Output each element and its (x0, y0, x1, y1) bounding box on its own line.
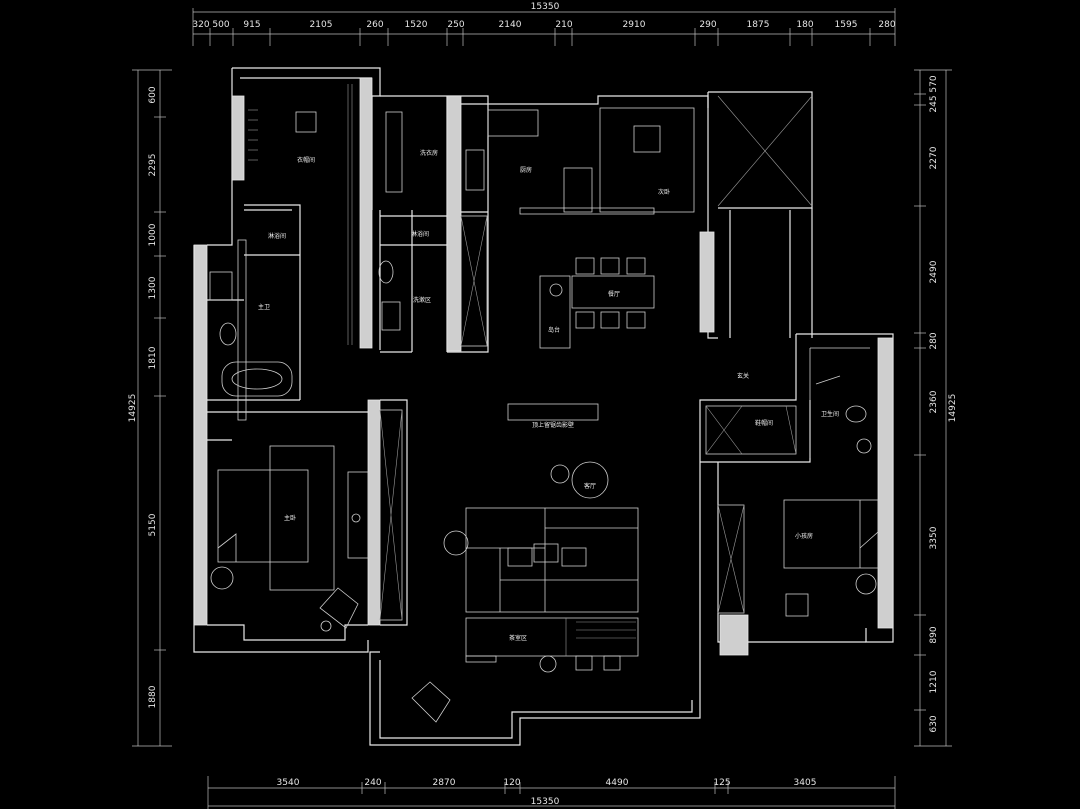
left-dim-2: 2295 (148, 154, 158, 177)
top-dim-1: 320 (192, 20, 209, 30)
mid-toilet (378, 260, 394, 284)
left-dim-6: 5150 (148, 513, 158, 536)
room-label-powder-room: 卫生间 (821, 410, 839, 418)
room-labels: 衣帽间 洗衣房 厨房 次卧 淋浴间 淋浴间 主卫 洗漱区 餐厅 岛台 玄关 卫生… (258, 149, 839, 642)
bottom-dimension-labels: 3540 240 2870 120 4490 125 3405 15350 (277, 778, 817, 807)
left-dim-7: 1880 (148, 685, 158, 708)
room-label-second-bedroom: 次卧 (658, 188, 670, 196)
bottom-dim-2: 240 (364, 778, 381, 788)
left-dim-5: 1810 (148, 346, 158, 369)
powder-sink (856, 438, 872, 454)
wardrobe-shelving (248, 84, 353, 345)
shoe-cabinet-box (705, 405, 797, 455)
dining-table (571, 275, 655, 309)
bottom-dim-1: 3540 (277, 778, 300, 788)
room-label-foyer: 玄关 (737, 372, 749, 380)
top-dim-4: 2105 (310, 20, 333, 30)
top-dim-15: 280 (878, 20, 895, 30)
top-dim-2: 500 (212, 20, 229, 30)
bottom-dim-7: 3405 (794, 778, 817, 788)
desk (633, 125, 661, 153)
left-dimension-labels: 14925 600 2295 1000 1300 1810 5150 1880 (128, 86, 158, 708)
bathtub (221, 361, 293, 397)
top-dim-12: 1875 (747, 20, 770, 30)
lounge-chair-left (319, 587, 359, 632)
washer (385, 111, 403, 193)
master-toilet (219, 322, 237, 346)
right-dim-9: 1210 (929, 670, 939, 693)
bottom-dim-3: 2870 (433, 778, 456, 788)
right-total-label: 14925 (948, 394, 958, 423)
room-label-shower-mid: 淋浴间 (411, 230, 429, 238)
left-total-label: 14925 (128, 394, 138, 423)
bottom-dim-4: 120 (503, 778, 520, 788)
bottom-dim-5: 4490 (606, 778, 629, 788)
top-dim-9: 210 (555, 20, 572, 30)
right-dim-4: 2490 (929, 260, 939, 283)
top-dim-10: 2910 (623, 20, 646, 30)
top-total-label: 15350 (531, 2, 560, 12)
room-label-wash-area: 洗漱区 (413, 296, 431, 304)
room-label-kids-room: 小孩房 (795, 532, 813, 540)
top-dim-8: 2140 (499, 20, 522, 30)
cloakroom-ottoman (295, 111, 317, 133)
mid-sink (381, 301, 401, 331)
right-dimension-labels: 14925 570 245 2270 2490 280 2360 3350 89… (929, 75, 958, 732)
room-label-cloakroom: 衣帽间 (297, 156, 315, 164)
right-dim-2: 245 (929, 95, 939, 112)
right-dim-8: 890 (929, 626, 939, 643)
master-sink (209, 271, 233, 301)
left-dim-1: 600 (148, 86, 158, 103)
room-label-laundry: 洗衣房 (420, 149, 438, 157)
master-bed (217, 469, 309, 563)
room-label-master-bath: 主卫 (258, 303, 270, 311)
right-dim-1: 570 (929, 75, 939, 92)
kids-bed (783, 499, 879, 569)
top-ticks (209, 28, 871, 46)
top-dim-14: 1595 (835, 20, 858, 30)
right-dim-6: 2360 (929, 390, 939, 413)
top-dimension-labels: 15350 320 500 915 2105 260 1520 250 2140… (192, 2, 895, 30)
room-label-shoe-cabinet: 鞋帽间 (755, 419, 773, 427)
master-nightstand-lamp (210, 566, 234, 590)
left-dim-4: 1300 (148, 276, 158, 299)
right-dim-10: 630 (929, 715, 939, 732)
top-dim-3: 915 (243, 20, 260, 30)
walls (193, 67, 894, 746)
powder-toilet (845, 405, 867, 423)
left-dim-3: 1000 (148, 223, 158, 246)
lounge-chair-living (411, 681, 451, 723)
room-label-island: 岛台 (548, 326, 560, 334)
top-dim-6: 1520 (405, 20, 428, 30)
room-label-dining: 餐厅 (608, 290, 620, 298)
kids-lamp (855, 573, 877, 595)
room-label-kitchen: 厨房 (520, 166, 532, 174)
kids-wardrobe (717, 504, 745, 614)
side-table (550, 464, 570, 484)
sofa (465, 507, 639, 613)
bottom-dim-6: 125 (713, 778, 730, 788)
right-dim-3: 2270 (929, 146, 939, 169)
top-dim-7: 250 (447, 20, 464, 30)
right-dim-7: 3350 (929, 526, 939, 549)
stove (465, 149, 485, 191)
room-label-master-bedroom: 主卧 (284, 514, 296, 522)
tea-counter (465, 617, 639, 657)
room-label-shower-left: 淋浴间 (268, 232, 286, 240)
room-label-living: 客厅 (584, 482, 596, 490)
right-dim-5: 280 (929, 332, 939, 349)
dimension-lines (132, 8, 952, 809)
fixtures (209, 84, 879, 723)
top-dim-11: 290 (699, 20, 716, 30)
tall-cabinets (460, 215, 488, 347)
bottom-total-label: 15350 (531, 797, 560, 807)
feature-wall (507, 403, 599, 421)
round-table (571, 461, 609, 499)
island-counter (539, 275, 571, 349)
top-dim-13: 180 (796, 20, 813, 30)
room-label-feature-wall: 顶上留锯齿影壁 (532, 421, 574, 429)
top-dim-5: 260 (366, 20, 383, 30)
room-label-tea-area: 茶室区 (509, 634, 527, 642)
